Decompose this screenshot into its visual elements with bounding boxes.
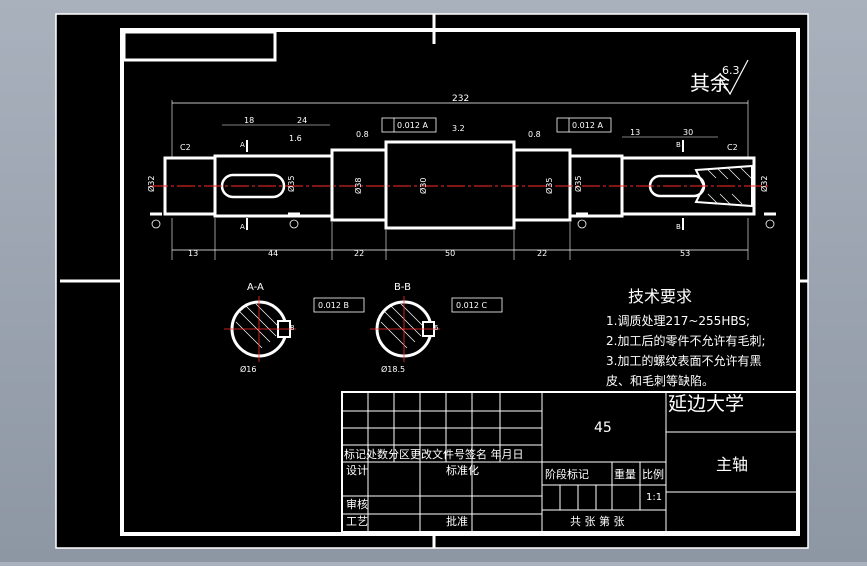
svg-text:A: A [240,141,245,149]
svg-text:标记处数分区更改文件号签名 年月日: 标记处数分区更改文件号签名 年月日 [344,447,524,461]
svg-text:标准化: 标准化 [446,463,479,477]
dim-top-6: 30 [683,128,693,137]
dim-bottom-3: 22 [354,249,364,258]
technical-notes: 技术要求 1.调质处理217~255HBS; 2.加工后的零件不允许有毛刺; 3… [606,287,766,388]
svg-text:Ø16: Ø16 [240,364,256,374]
center-marks [60,14,808,548]
dim-bottom-4: 50 [445,249,455,258]
svg-text:B: B [676,223,681,231]
svg-text:Ø18.5: Ø18.5 [381,364,405,374]
svg-text:2.加工后的零件不允许有毛刺;: 2.加工后的零件不允许有毛刺; [606,333,766,348]
svg-text:3.加工的螺纹表面不允许有黑: 3.加工的螺纹表面不允许有黑 [606,353,761,368]
svg-text:6: 6 [434,324,439,332]
svg-text:延边大学: 延边大学 [668,393,744,415]
partial-section-right [694,164,753,208]
chamfer-right: C2 [727,143,738,152]
svg-text:皮、和毛刺等缺陷。: 皮、和毛刺等缺陷。 [606,373,714,388]
dim-top-1: 18 [244,116,254,125]
dia-2: Ø35 [286,176,296,192]
svg-text:共 张 第 张: 共 张 第 张 [570,514,625,528]
dim-bottom-5: 22 [537,249,547,258]
svg-text:审核: 审核 [346,497,368,511]
svg-text:阶段标记: 阶段标记 [545,467,589,481]
dim-top-5: 13 [630,128,640,137]
svg-text:0.012 C: 0.012 C [456,301,487,310]
svg-text:6.3: 6.3 [722,64,740,77]
svg-text:0.012 A: 0.012 A [397,121,428,130]
title-block: 45 延边大学 主轴 标记处数分区更改文件号签名 年月日 设计 标准化 阶段标记… [341,391,799,533]
svg-text:A: A [240,223,245,231]
roughness-right: 0.8 [528,130,541,139]
dim-bottom-1: 13 [188,249,198,258]
svg-text:批准: 批准 [446,514,468,528]
shaft-main-view: 232 18 24 1.6 3.2 13 30 C2 C2 0.012 A 0.… [146,94,776,260]
svg-text:技术要求: 技术要求 [628,287,692,306]
svg-text:重量: 重量 [614,467,636,481]
dia-6: Ø35 [573,176,583,192]
dia-3: Ø38 [353,178,363,194]
svg-text:B: B [676,141,681,149]
chamfer-left: C2 [180,143,191,152]
svg-text:0.012 A: 0.012 A [572,121,603,130]
global-roughness-symbol: 其余 6.3 [690,59,749,96]
svg-text:主轴: 主轴 [716,455,748,474]
code-box [122,30,277,62]
svg-text:0.012 B: 0.012 B [318,301,349,310]
svg-text:比例: 比例 [642,467,664,481]
dim-bottom-6: 53 [680,249,690,258]
tol-frame-right: 0.012 A 0.8 [528,117,612,139]
dia-7: Ø32 [759,176,769,192]
svg-text:设计: 设计 [346,464,368,477]
svg-text:8: 8 [290,324,294,332]
svg-text:B-B: B-B [394,282,411,293]
dia-1: Ø32 [146,176,156,192]
svg-text:工艺: 工艺 [346,515,368,528]
section-a-a: A-A 0.012 B 8 Ø16 [224,282,365,374]
roughness-1: 1.6 [289,134,302,143]
svg-text:45: 45 [594,420,612,436]
svg-text:1.调质处理217~255HBS;: 1.调质处理217~255HBS; [606,314,750,328]
dia-5: Ø35 [544,178,554,194]
tol-frame-left: 0.012 A 0.8 [356,117,437,139]
svg-text:A-A: A-A [247,282,264,293]
dim-top-2: 24 [297,116,307,125]
overall-length: 232 [452,94,469,104]
dia-4: Ø30 [418,178,428,194]
roughness-left: 0.8 [356,130,369,139]
dim-bottom-2: 44 [268,249,278,258]
section-b-b: B-B 0.012 C 6 Ø18.5 [370,282,503,374]
svg-text:1:1: 1:1 [646,492,662,503]
roughness-2: 3.2 [452,124,465,133]
